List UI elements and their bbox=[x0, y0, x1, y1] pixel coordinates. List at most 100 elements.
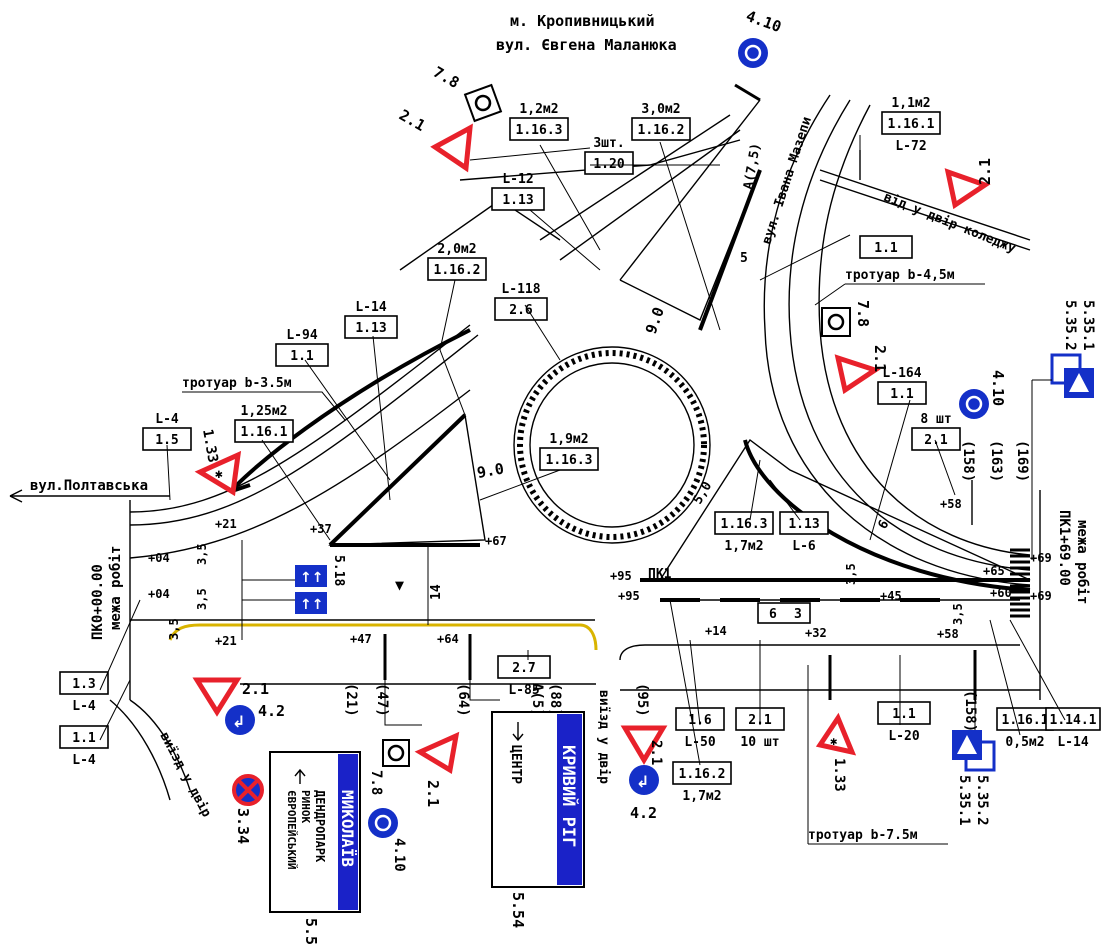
sign-4-10-low-code: 4.10 bbox=[391, 838, 407, 872]
marking-callout-1-16-2-low: 1.16.21,7м2 bbox=[672, 761, 732, 804]
sign-1-33-left: ✱ 1.33 bbox=[194, 428, 242, 497]
sign-5-35-1-low-code: 5.35.1 bbox=[956, 775, 972, 826]
vlabel-158b: (158) bbox=[962, 690, 978, 732]
marking-callout-2-6: 2.6L-118 bbox=[494, 282, 548, 321]
dim-14: 14 bbox=[429, 584, 444, 600]
marking-box bbox=[497, 655, 551, 679]
sign-1-33-low-symbol: ✱ bbox=[830, 734, 837, 748]
marking-top-label: L-118 bbox=[501, 282, 540, 297]
station-pk0: ПК0+00.00 bbox=[90, 564, 106, 640]
picket-p67: +67 bbox=[485, 534, 507, 548]
sign-5-35-2-top-code: 5.35.2 bbox=[1062, 300, 1078, 351]
station-pk1: ПК1 bbox=[648, 567, 672, 582]
marking-code: 1.1 bbox=[72, 731, 96, 746]
road-geometry bbox=[109, 94, 1041, 801]
dim-3-5-e: 3,5 bbox=[951, 603, 965, 625]
marking-bottom-label: L-72 bbox=[895, 139, 926, 154]
marking-code: 2.1 bbox=[924, 433, 948, 448]
sign-7-8-top: 7.8 bbox=[430, 63, 503, 123]
sign-2-1-low: 2.1 bbox=[414, 731, 460, 807]
station-pk1-note: межа робіт bbox=[1074, 520, 1090, 604]
marking-box bbox=[584, 151, 634, 175]
marking-top-label: 1,1м2 bbox=[891, 96, 930, 111]
sign-1-33-left-code: 1.33 bbox=[199, 428, 221, 464]
marking-top-label: 8 шт bbox=[920, 412, 951, 427]
pickets: +21 +37 +67 +04 +04 +21 +47 +64 +95 +95 … bbox=[148, 497, 1052, 648]
marking-box bbox=[672, 761, 732, 785]
guide-right-city: КРИВИЙ РІГ bbox=[558, 745, 580, 847]
sign-4-10-right: 4.10 bbox=[959, 370, 1007, 419]
marking-top-label: 1,25м2 bbox=[241, 404, 288, 419]
sign-2-1-right: 2.1 bbox=[834, 345, 889, 395]
marking-top-label: 3,0м2 bbox=[641, 102, 680, 117]
street-vizd-bottom: виїзд у двір bbox=[596, 690, 611, 784]
marking-bottom-label: L-85 bbox=[508, 683, 539, 698]
marking-box bbox=[877, 701, 931, 725]
guide-right-line1: ЦЕНТР bbox=[508, 745, 523, 784]
marking-bottom-label: L-14 bbox=[1057, 735, 1088, 750]
marking-callout-1-13-low: 1.13L-6 bbox=[779, 511, 829, 554]
sign-7-8-low-code: 7.8 bbox=[368, 770, 384, 795]
marking-bottom-label: L-6 bbox=[792, 539, 816, 554]
marking-callout-1-1-l4: 1.1L-4 bbox=[59, 725, 109, 768]
guide-left-code: 5.54 bbox=[302, 918, 320, 945]
station-pk0-note: межа робіт bbox=[108, 546, 124, 630]
marking-code: 1.3 bbox=[72, 677, 95, 692]
marking-bottom-label: L-20 bbox=[888, 729, 919, 744]
marking-callout-2-1-right: 2.1 8 шт bbox=[911, 412, 961, 451]
sign-4-2-left-code: 4.2 bbox=[258, 702, 285, 720]
marking-callout-2-7: 2.7L-85 bbox=[497, 655, 551, 698]
lane-arrows-1: ↑↑ bbox=[300, 570, 323, 586]
picket-p58b: +58 bbox=[937, 627, 959, 641]
marking-callout-1-1-l20: 1.1L-20 bbox=[877, 701, 931, 744]
vlabel-158a: (158) bbox=[960, 440, 976, 482]
marking-box bbox=[344, 315, 398, 339]
sign-2-1-topright-code: 2.1 bbox=[976, 158, 994, 185]
marking-callout-1-16-1-left: 1.16.11,25м2 bbox=[234, 404, 294, 443]
marking-code: 1.13 bbox=[355, 321, 386, 336]
sign-posts bbox=[241, 150, 977, 700]
vlabel-64: (64) bbox=[455, 683, 471, 717]
marking-code: 1.16.2 bbox=[679, 767, 726, 782]
dim-5: 5 bbox=[740, 251, 748, 266]
marking-top-label: 1,9м2 bbox=[549, 432, 588, 447]
picket-p65: +65 bbox=[983, 564, 1005, 578]
marking-top-label: L-14 bbox=[355, 300, 386, 315]
marking-callout-1-14-1: 1.14.1L-14 bbox=[1045, 707, 1101, 750]
sign-2-1-topleft-code: 2.1 bbox=[396, 106, 428, 135]
marking-code: 1.16.1 bbox=[1002, 713, 1049, 728]
marking-code: 1.1 bbox=[892, 707, 916, 722]
dim-6b: 6 bbox=[875, 518, 892, 532]
sidewalk-right-label: тротуар b-4,5м bbox=[845, 268, 955, 283]
dim-3-5-a: 3,5 bbox=[195, 543, 209, 565]
marking-box bbox=[59, 671, 109, 695]
vlabel-47: (47) bbox=[374, 683, 390, 717]
sign-1-33-low-code: 1.33 bbox=[831, 758, 847, 792]
marking-top-label: 2,0м2 bbox=[437, 242, 476, 257]
marking-callout-1-13-a: 1.13L-12 bbox=[491, 172, 545, 211]
sidewalk-right: тротуар b-4,5м bbox=[814, 268, 985, 306]
marking-code: 1.16.2 bbox=[638, 123, 685, 138]
vlabel-95: (95) bbox=[634, 683, 650, 717]
poltavska-label: вул.Полтавська bbox=[9, 478, 170, 503]
dim-ring-d2: 9.0 bbox=[476, 460, 506, 482]
guide-sign-left: МИКОЛАЇВ ДЕНДРОПАРК РИНОК ЄВРОПЕЙСЬКИЙ 5… bbox=[269, 751, 361, 945]
marking-box bbox=[779, 511, 829, 535]
picket-p21a: +21 bbox=[215, 517, 237, 531]
marking-box bbox=[714, 511, 774, 535]
marking-code: 1.16.3 bbox=[721, 517, 768, 532]
picket-p95a: +95 bbox=[610, 569, 632, 583]
marking-bottom-label: L-4 bbox=[72, 699, 96, 714]
sign-7-8-right: 7.8 bbox=[821, 300, 872, 337]
sign-2-1-lowleft: 2.1 bbox=[192, 677, 269, 717]
curb-yellow bbox=[168, 623, 598, 651]
marking-callout-1-1-right: 1.1 bbox=[859, 235, 913, 259]
street-vizd-left: виїзд у двір bbox=[156, 730, 213, 820]
marking-code: 1.1 bbox=[890, 387, 914, 402]
marking-code: 1.6 bbox=[688, 713, 712, 728]
crosswalk-right bbox=[1010, 548, 1030, 618]
dim-3-5-d: 3,5 bbox=[844, 563, 858, 585]
marking-box bbox=[494, 297, 548, 321]
